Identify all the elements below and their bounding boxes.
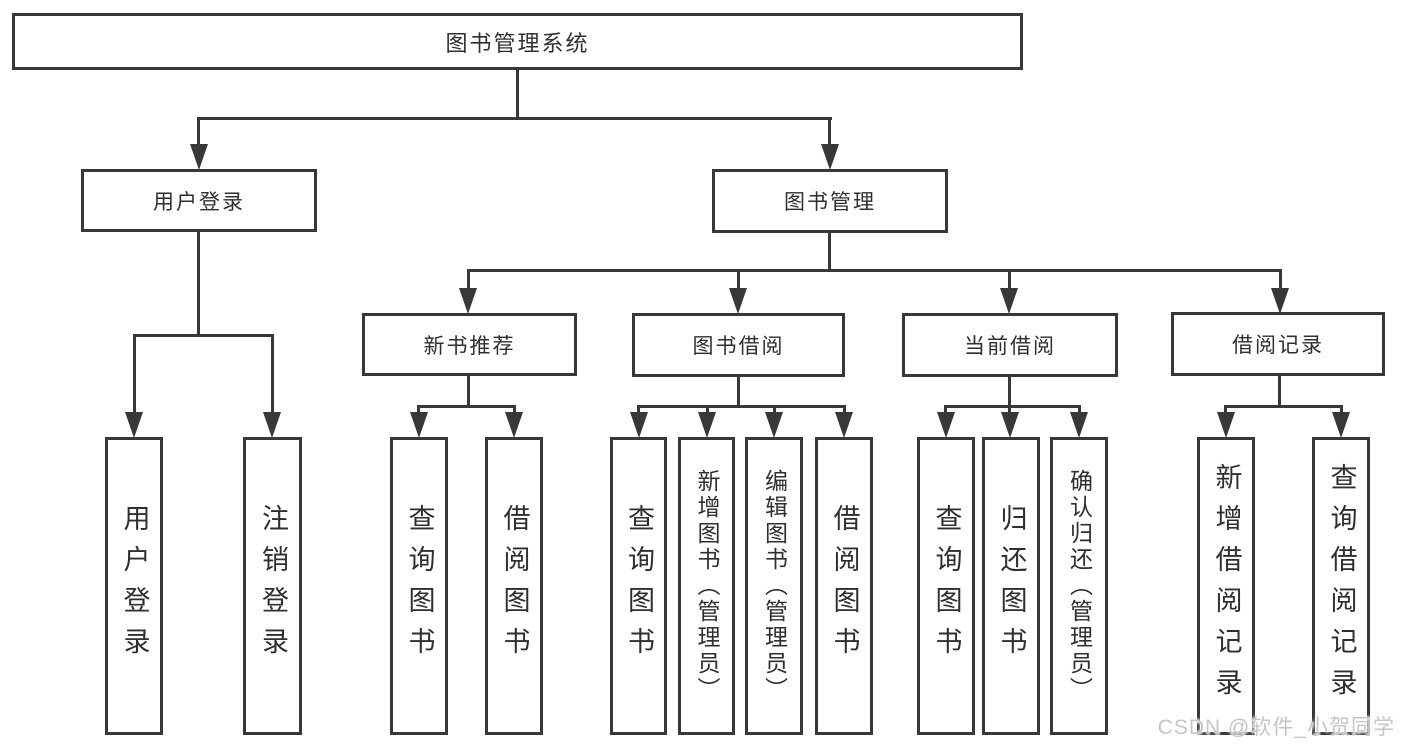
leaf-edit-books-admin: 编辑图书（管理员） xyxy=(745,437,803,735)
node-library-system: 图书管理系统 xyxy=(12,13,1023,70)
node-label: 查询图书 xyxy=(624,504,654,668)
node-label: 借阅记录 xyxy=(1232,334,1324,357)
leaf-user-login: 用户登录 xyxy=(105,437,163,735)
connector-line xyxy=(828,117,831,146)
connector-line xyxy=(513,405,516,415)
connector-line xyxy=(133,334,136,414)
arrow-head xyxy=(698,412,716,438)
csdn-watermark: CSDN @软件_小贺同学 xyxy=(1157,716,1395,739)
node-label: 图书借阅 xyxy=(692,335,785,358)
arrow-head xyxy=(1271,288,1289,314)
connector-line xyxy=(1008,405,1011,415)
arrow-head xyxy=(729,288,747,314)
connector-line xyxy=(773,405,776,415)
arrow-head xyxy=(1001,412,1019,438)
leaf-borrow-books-newbook: 借阅图书 xyxy=(485,437,543,735)
node-label: 用户登录 xyxy=(153,190,245,214)
leaf-query-books-newbook: 查询图书 xyxy=(390,437,448,735)
arrow-head xyxy=(459,288,477,314)
connector-line xyxy=(1224,405,1227,415)
connector-line xyxy=(1278,376,1281,408)
connector-line xyxy=(197,232,200,337)
node-new-book-recommend: 新书推荐 xyxy=(362,313,577,376)
node-label: 借阅图书 xyxy=(829,504,860,668)
node-book-borrow: 图书借阅 xyxy=(632,313,845,377)
node-label: 新增借阅记录 xyxy=(1211,463,1242,709)
leaf-logout: 注销登录 xyxy=(243,437,302,735)
arrow-head xyxy=(1000,288,1018,314)
node-label: 图书管理 xyxy=(784,191,876,214)
node-label: 当前借阅 xyxy=(964,335,1056,358)
connector-line xyxy=(467,376,470,408)
connector-line xyxy=(197,117,200,146)
connector-line xyxy=(1279,269,1282,292)
connector-line xyxy=(1224,405,1343,408)
connector-line xyxy=(467,269,1282,272)
leaf-borrow-books: 借阅图书 xyxy=(815,437,873,735)
connector-line xyxy=(197,117,832,120)
arrow-head xyxy=(1217,412,1235,438)
arrow-head xyxy=(821,144,839,170)
node-label: 用户登录 xyxy=(119,504,150,668)
node-label: 查询借阅记录 xyxy=(1326,463,1357,709)
node-label: 编辑图书（管理员） xyxy=(761,469,788,703)
leaf-query-books-borrow: 查询图书 xyxy=(610,437,667,735)
leaf-add-books-admin: 新增图书（管理员） xyxy=(678,437,735,735)
connector-line xyxy=(417,405,516,408)
node-label: 图书管理系统 xyxy=(445,30,590,56)
node-borrow-records: 借阅记录 xyxy=(1171,312,1385,376)
node-label: 确认归还（管理员） xyxy=(1066,469,1093,703)
arrow-head xyxy=(1070,412,1088,438)
connector-line xyxy=(737,377,740,408)
connector-line xyxy=(1008,269,1011,292)
arrow-head xyxy=(835,412,853,438)
leaf-query-borrow-record: 查询借阅记录 xyxy=(1312,437,1370,735)
node-user-login: 用户登录 xyxy=(81,169,317,232)
arrow-head xyxy=(190,144,208,170)
arrow-head xyxy=(125,412,143,438)
node-label: 注销登录 xyxy=(258,504,288,668)
node-label: 查询图书 xyxy=(404,504,435,668)
connector-line xyxy=(1340,405,1343,415)
connector-line xyxy=(637,405,846,408)
leaf-query-books-current: 查询图书 xyxy=(917,437,975,735)
connector-line xyxy=(516,68,519,120)
connector-line xyxy=(637,405,640,415)
connector-line xyxy=(271,334,274,414)
node-label: 新增图书（管理员） xyxy=(694,469,720,703)
node-label: 查询图书 xyxy=(931,504,962,668)
arrow-head xyxy=(630,412,648,438)
connector-line xyxy=(737,269,740,292)
connector-line xyxy=(133,334,274,337)
node-label: 新书推荐 xyxy=(423,334,516,358)
arrow-head xyxy=(410,412,428,438)
connector-line xyxy=(843,405,846,415)
node-label: 借阅图书 xyxy=(499,504,530,668)
connector-line xyxy=(944,405,1081,408)
arrow-head xyxy=(765,412,783,438)
connector-line xyxy=(944,405,947,415)
arrow-head xyxy=(1332,412,1350,438)
node-book-management: 图书管理 xyxy=(712,169,948,233)
node-label: 归还图书 xyxy=(996,504,1027,668)
arrow-head xyxy=(505,412,523,438)
connector-line xyxy=(1008,377,1011,408)
connector-line xyxy=(706,405,709,415)
node-current-borrow: 当前借阅 xyxy=(902,313,1118,377)
connector-line xyxy=(417,405,420,415)
leaf-add-borrow-record: 新增借阅记录 xyxy=(1197,437,1255,735)
leaf-return-books: 归还图书 xyxy=(982,437,1040,735)
connector-line xyxy=(467,269,470,292)
arrow-head xyxy=(263,412,281,438)
leaf-confirm-return-admin: 确认归还（管理员） xyxy=(1050,437,1108,735)
connector-line xyxy=(828,233,831,272)
arrow-head xyxy=(937,412,955,438)
connector-line xyxy=(1078,405,1081,415)
